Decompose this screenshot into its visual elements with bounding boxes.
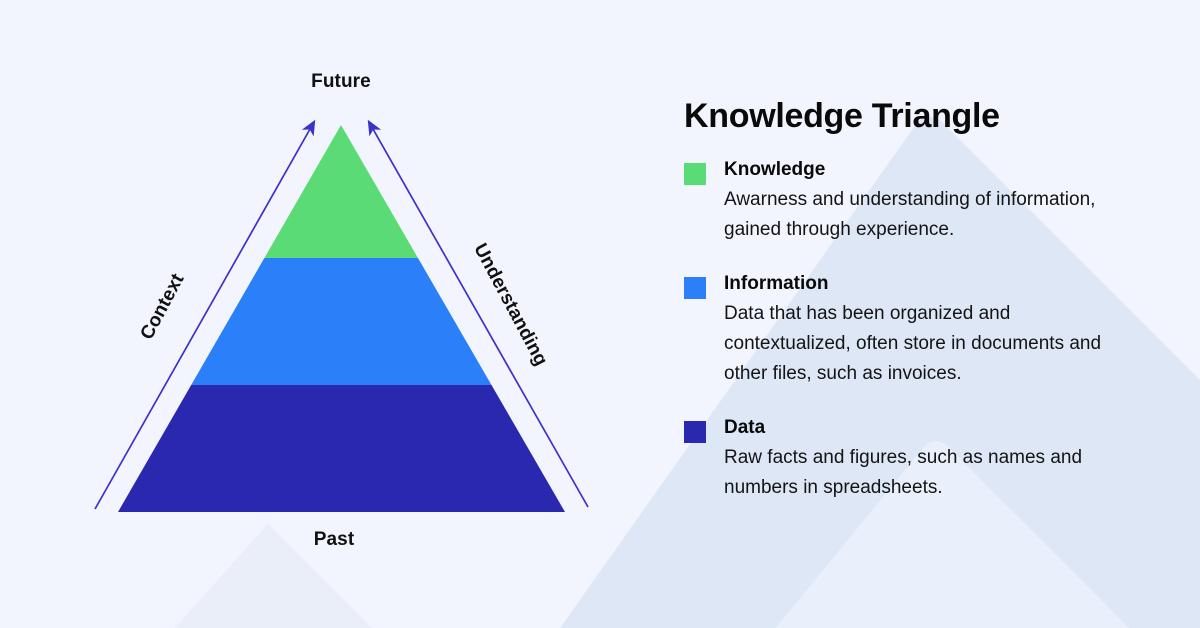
pyramid-diagram: Future Past Context Understanding <box>94 71 589 550</box>
legend-item-knowledge: Knowledge Awarness and understanding of … <box>684 158 1154 245</box>
data-swatch <box>684 421 706 443</box>
legend-list: Knowledge Awarness and understanding of … <box>684 158 1154 503</box>
legend-term-data: Data <box>724 417 766 438</box>
page-title: Knowledge Triangle <box>684 97 1000 135</box>
legend-item-data: Data Raw facts and figures, such as name… <box>684 416 1154 503</box>
content-panel: Knowledge Triangle Knowledge Awarness an… <box>684 0 1154 628</box>
base-label-past: Past <box>313 529 355 550</box>
information-swatch <box>684 277 706 299</box>
apex-label-future: Future <box>311 71 371 92</box>
understanding-arrow <box>367 119 589 508</box>
legend-description-data: Raw facts and figures, such as names and… <box>724 447 1083 498</box>
pyramid-svg <box>94 119 589 512</box>
tier-data <box>118 385 565 512</box>
legend-term-knowledge: Knowledge <box>724 159 826 180</box>
legend-item-information: Information Data that has been organized… <box>684 272 1154 389</box>
legend-description-information: Data that has been organized and context… <box>724 303 1102 384</box>
knowledge-swatch <box>684 163 706 185</box>
tier-knowledge <box>118 125 565 258</box>
context-arrow <box>94 119 316 510</box>
legend-term-information: Information <box>724 273 829 294</box>
legend-description-knowledge: Awarness and understanding of informatio… <box>724 189 1096 240</box>
